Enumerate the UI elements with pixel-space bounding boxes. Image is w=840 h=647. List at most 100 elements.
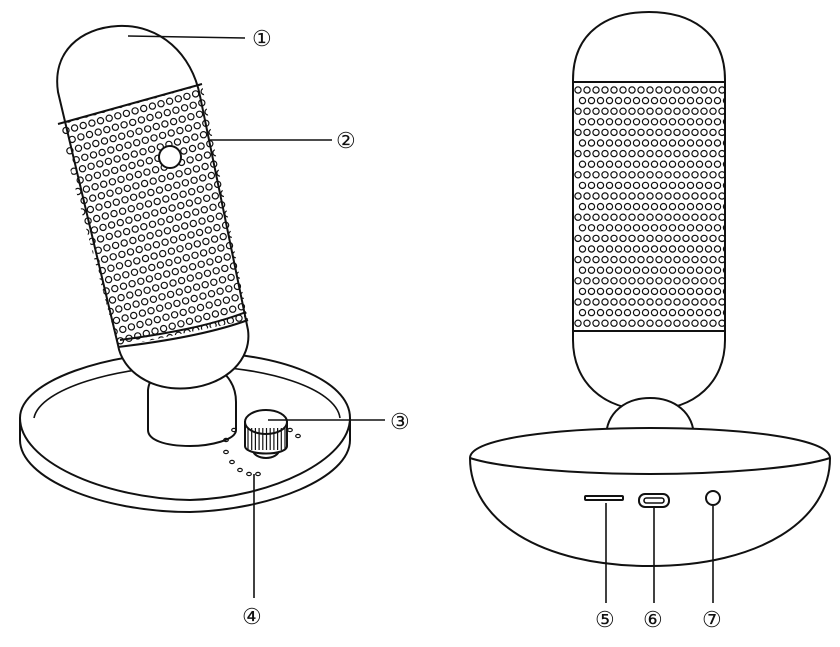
knob-ridges <box>247 428 286 450</box>
grille-hole <box>226 198 234 207</box>
grille-hole <box>129 311 138 320</box>
grille-hole <box>118 250 126 259</box>
grille-hole <box>686 96 695 105</box>
grille-hole <box>623 224 632 232</box>
grille-hole <box>673 277 681 285</box>
grille-hole <box>154 111 163 119</box>
grille-hole <box>80 196 88 205</box>
grille-hole <box>655 234 663 243</box>
grille-hole <box>664 234 672 243</box>
grille-hole <box>641 287 650 296</box>
grille-hole <box>709 171 717 179</box>
grille-hole <box>614 96 623 105</box>
grille-hole <box>191 251 199 259</box>
grille-hole <box>718 107 725 115</box>
grille-hole <box>149 295 158 303</box>
grille-hole <box>194 196 202 205</box>
grille-hole <box>210 235 219 243</box>
grille-hole <box>159 324 168 333</box>
grille-hole <box>158 131 167 140</box>
grille-hole <box>650 181 659 190</box>
grille-hole <box>574 213 582 221</box>
grille-hole <box>166 215 174 224</box>
grille-hole <box>695 118 704 126</box>
grille-hole <box>664 86 672 94</box>
grille-hole <box>601 107 609 115</box>
grille-hole <box>106 189 114 197</box>
grille-hole <box>686 118 695 126</box>
right-grille <box>574 86 725 327</box>
grille-hole <box>655 149 663 158</box>
grille-hole <box>646 277 654 285</box>
grille-hole <box>682 171 690 179</box>
grille-hole <box>655 298 663 306</box>
grille-hole <box>102 169 110 177</box>
grille-hole <box>191 208 200 216</box>
grille-hole <box>97 310 106 318</box>
grille-hole <box>101 212 110 220</box>
grille-hole <box>637 192 645 200</box>
grille-hole <box>151 165 160 174</box>
grille-hole <box>187 112 195 121</box>
grille-hole <box>587 245 596 253</box>
grille-hole <box>187 187 196 196</box>
grille-hole <box>220 146 229 154</box>
grille-hole <box>183 92 191 101</box>
grille-hole <box>619 149 627 158</box>
grille-hole <box>99 223 107 232</box>
grille-hole <box>700 171 708 179</box>
grille-hole <box>610 213 618 221</box>
grille-hole <box>641 139 650 147</box>
grille-hole <box>691 171 699 179</box>
grille-hole <box>94 246 103 254</box>
grille-hole <box>646 319 654 327</box>
grille-hole <box>668 224 677 232</box>
grille-hole <box>98 148 106 157</box>
grille-hole <box>713 139 722 147</box>
grille-hole <box>181 297 190 305</box>
grille-hole <box>601 149 609 158</box>
grille-hole <box>169 117 178 126</box>
grille-hole <box>121 196 129 204</box>
callout-5: ⑤ <box>595 608 615 633</box>
grille-hole <box>713 266 722 274</box>
grille-hole <box>252 278 258 284</box>
grille-hole <box>704 160 713 168</box>
grille-hole <box>165 97 174 105</box>
grille-hole <box>718 149 725 158</box>
grille-hole <box>709 213 717 221</box>
grille-hole <box>659 245 668 253</box>
grille-hole <box>98 266 107 275</box>
grille-hole <box>82 185 91 193</box>
grille-hole <box>224 210 232 218</box>
grille-hole <box>628 277 636 285</box>
grille-hole <box>614 118 623 126</box>
grille-hole <box>132 182 140 190</box>
grille-hole <box>646 149 654 158</box>
grille-hole <box>601 86 609 94</box>
callout-7: ⑦ <box>702 608 722 633</box>
grille-hole <box>619 192 627 200</box>
grille-hole <box>596 245 605 253</box>
grille-hole <box>668 266 677 274</box>
grille-hole <box>127 323 136 331</box>
grille-hole <box>208 246 216 255</box>
grille-hole <box>209 160 218 168</box>
grille-hole <box>210 278 218 286</box>
grille-hole <box>659 96 668 105</box>
grille-hole <box>213 105 221 114</box>
grille-hole <box>610 149 618 158</box>
grille-hole <box>205 183 213 191</box>
grille-hole <box>182 254 190 262</box>
grille-hole <box>256 299 262 305</box>
grille-hole <box>709 298 717 306</box>
grille-hole <box>668 245 677 253</box>
grille-hole <box>142 329 150 338</box>
grille-hole <box>677 181 686 190</box>
grille-hole <box>216 126 225 134</box>
grille-hole <box>695 308 704 317</box>
grille-hole <box>193 121 201 130</box>
grille-hole <box>150 252 158 260</box>
grille-hole <box>668 139 677 147</box>
grille-hole <box>158 293 166 301</box>
